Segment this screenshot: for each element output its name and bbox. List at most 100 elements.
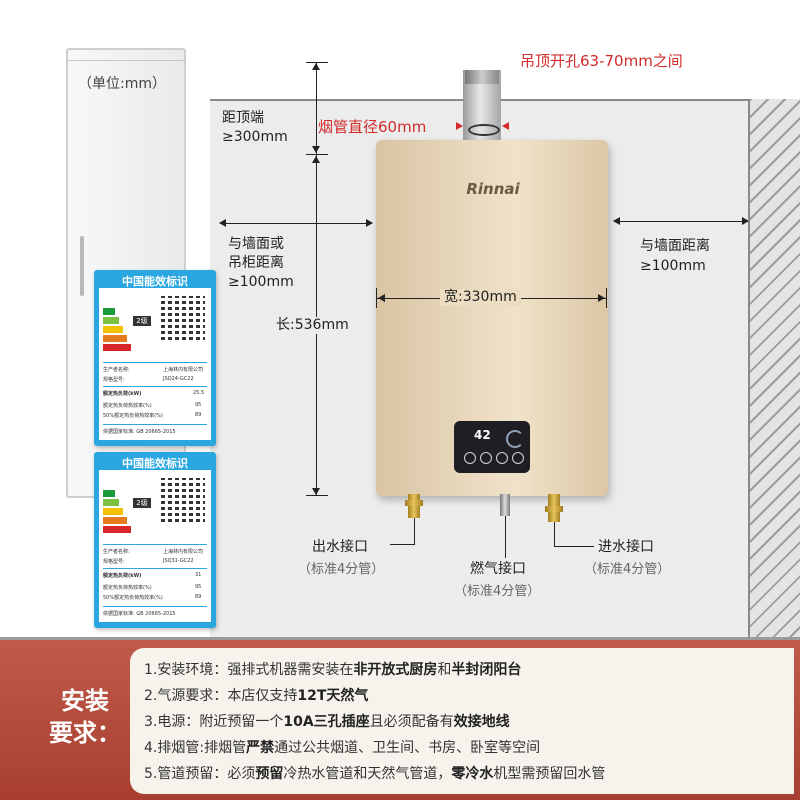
manufacturer-label: 生产者名称: <box>103 549 130 555</box>
gas-inlet-spec: （标准4分管） <box>454 584 541 599</box>
energy-label-card: 中国能效标识 2级 生产者名称: 上海林内有限公司 规格型号: JSQ31-GC… <box>94 452 216 628</box>
divider <box>103 362 207 363</box>
standard-label: 依据国家标准: GB 20665-2015 <box>103 429 176 435</box>
arrow-right-icon <box>598 294 605 302</box>
divider <box>103 606 207 607</box>
grade-indicator: 2级 <box>133 316 151 326</box>
efficiency-label-2: 50%额定热负荷热效率(%) <box>103 595 163 601</box>
top-clearance-value: ≥300mm <box>222 129 288 145</box>
flue-collar <box>468 124 500 136</box>
arrow-right-icon <box>456 122 463 130</box>
requirements-title-line-2: 要求： <box>49 719 121 747</box>
energy-label-card: 中国能效标识 2级 生产者名称: 上海林内有限公司 规格型号: JSQ24-GC… <box>94 270 216 446</box>
leader-line <box>554 546 594 547</box>
arrow-up-icon <box>312 156 320 163</box>
model-value: JSQ31-GC22 <box>163 558 194 564</box>
dimension-tick <box>306 154 328 155</box>
temp-up-button-icon <box>512 452 524 464</box>
ceiling-hole-label: 吊顶开孔63-70mm之间 <box>520 52 683 70</box>
mode-button-icon <box>480 452 492 464</box>
gas-inlet-label: 燃气接口 <box>470 561 526 577</box>
arrow-up-icon <box>312 63 320 70</box>
grade-bar-2 <box>103 499 119 506</box>
divider <box>103 424 207 425</box>
top-clearance-label: 距顶端 <box>222 110 264 126</box>
cabinet-top-edge <box>66 60 186 61</box>
arrow-right-icon <box>742 217 749 225</box>
water-outlet-pipe <box>408 494 420 518</box>
arrow-left-icon <box>378 294 385 302</box>
efficiency-label-1: 额定热负荷热效率(%) <box>103 403 152 409</box>
manufacturer-label: 生产者名称: <box>103 367 130 373</box>
brand-logo: Rinnai <box>466 180 520 198</box>
divider <box>103 568 207 569</box>
unit-label: （单位:mm） <box>78 76 166 92</box>
width-label: 宽:330mm <box>440 289 521 306</box>
model-value: JSQ24-GC22 <box>163 376 194 382</box>
requirement-item-2: 2.气源要求：本店仅支持12T天然气 <box>144 688 369 704</box>
grade-bar-1 <box>103 490 115 497</box>
grade-bar-2 <box>103 317 119 324</box>
right-clearance-dimension-line <box>614 221 748 222</box>
dimension-tick <box>306 495 328 496</box>
arrow-down-icon <box>312 146 320 153</box>
efficiency-label-1: 额定热负荷热效率(%) <box>103 585 152 591</box>
model-label: 规格型号: <box>103 559 125 565</box>
grade-bar-3 <box>103 508 123 515</box>
requirements-title: 安装 要求： <box>46 685 124 749</box>
grade-indicator: 2级 <box>133 498 151 508</box>
manufacturer-value: 上海林内有限公司 <box>163 549 204 555</box>
grade-bar-4 <box>103 335 127 342</box>
left-clearance-dimension-line <box>220 223 372 224</box>
load-value: 25.5 <box>193 390 205 396</box>
cabinet-handle <box>80 236 84 296</box>
energy-label-title: 中国能效标识 <box>122 457 188 470</box>
energy-label-body: 2级 生产者名称: 上海林内有限公司 规格型号: JSQ31-GC22 额定热负… <box>99 470 211 622</box>
dimension-tick <box>606 288 607 308</box>
temp-down-button-icon <box>496 452 508 464</box>
energy-label-title: 中国能效标识 <box>122 275 188 288</box>
power-button-icon <box>464 452 476 464</box>
grade-bar-1 <box>103 308 115 315</box>
requirements-box <box>130 648 794 794</box>
requirement-item-5: 5.管道预留：必须预留冷热水管道和天然气管道，零冷水机型需预留回水管 <box>144 766 606 782</box>
height-label: 长:536mm <box>276 317 349 334</box>
water-inlet-fitting <box>545 506 563 512</box>
top-clearance-dimension-line <box>316 62 317 154</box>
dimension-tick <box>306 62 328 63</box>
arrow-down-icon <box>312 488 320 495</box>
requirement-item-4: 4.排烟管:排烟管严禁通过公共烟道、卫生间、书房、卧室等空间 <box>144 740 541 756</box>
left-clearance-label-2: 吊柜距离 <box>228 255 284 271</box>
requirement-item-1: 1.安装环境：强排式机器需安装在非开放式厨房和半封闭阳台 <box>144 662 522 678</box>
left-clearance-value: ≥100mm <box>228 274 294 290</box>
efficiency-label-2: 50%额定热负荷热效率(%) <box>103 413 163 419</box>
grade-bar-4 <box>103 517 127 524</box>
leader-line <box>390 544 415 545</box>
flue-pipe-cap <box>465 70 499 84</box>
energy-label-body: 2级 生产者名称: 上海林内有限公司 规格型号: JSQ24-GC22 额定热负… <box>99 288 211 440</box>
model-label: 规格型号: <box>103 377 125 383</box>
floor-line <box>0 637 800 640</box>
right-clearance-label: 与墙面距离 <box>640 238 710 254</box>
requirement-item-3: 3.电源：附近预留一个10A三孔插座且必须配备有效接地线 <box>144 714 510 730</box>
leader-line <box>505 516 506 558</box>
manufacturer-value: 上海林内有限公司 <box>163 367 204 373</box>
load-label: 额定热负荷(kW) <box>103 391 142 397</box>
right-wall-section <box>748 99 800 639</box>
left-clearance-label-1: 与墙面或 <box>228 236 284 252</box>
arrow-right-icon <box>366 219 373 227</box>
divider <box>103 544 207 545</box>
water-outlet-fitting <box>405 500 423 506</box>
leader-line <box>554 522 555 546</box>
efficiency-value-1: 95 <box>195 584 202 590</box>
requirements-title-line-1: 安装 <box>61 687 109 715</box>
water-outlet-spec: （标准4分管） <box>298 562 385 577</box>
water-inlet-label: 进水接口 <box>598 539 654 555</box>
grade-bar-5 <box>103 344 131 351</box>
load-value: 31 <box>195 572 202 578</box>
arrow-left-icon <box>613 217 620 225</box>
qr-code-pattern <box>161 296 205 340</box>
temperature-display: 42 <box>474 428 491 442</box>
load-label: 额定热负荷(kW) <box>103 573 142 579</box>
right-clearance-value: ≥100mm <box>640 258 706 274</box>
